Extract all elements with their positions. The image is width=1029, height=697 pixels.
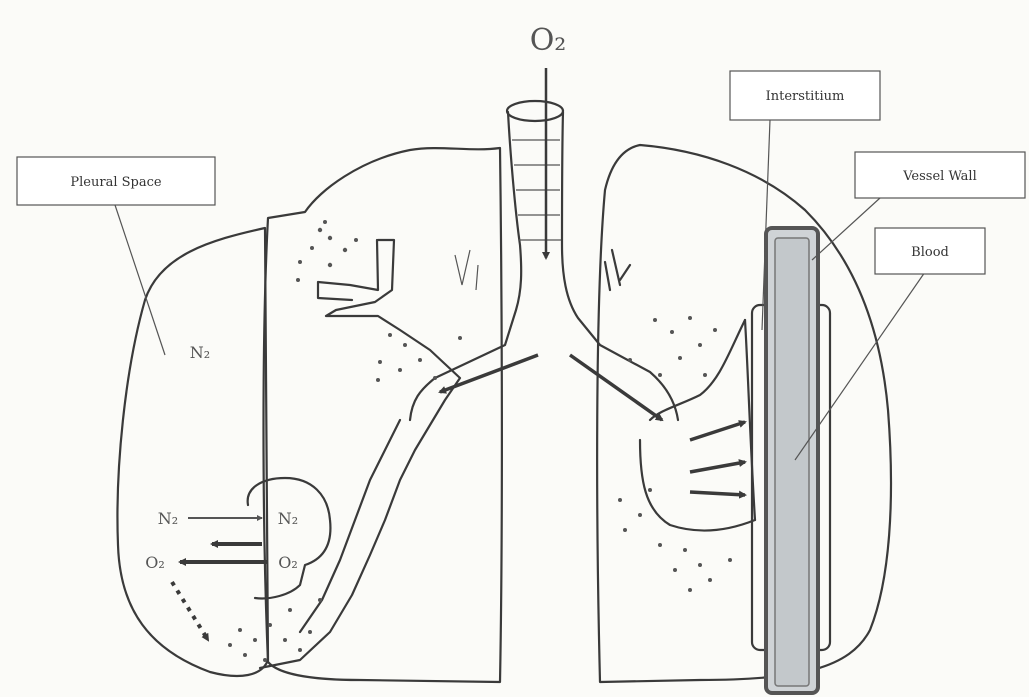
pleural-space-label: Pleural Space — [70, 175, 161, 190]
blood-label: Blood — [911, 245, 949, 260]
right-branch-arrow — [570, 355, 662, 420]
vessel-wall-label: Vessel Wall — [902, 169, 977, 184]
pleural-space-outline — [117, 228, 268, 676]
left-lung-outline — [264, 148, 502, 682]
alveolus-n2-right-label: N₂ — [278, 509, 298, 528]
top-o2-label: O₂ — [530, 23, 567, 58]
pleural-n2-label: N₂ — [190, 343, 210, 362]
interstitium-label: Interstitium — [766, 89, 845, 104]
pleural-space-leader — [115, 205, 165, 355]
alveolus-o2-right-label: O₂ — [278, 553, 298, 572]
left-bronchial-tree — [260, 240, 478, 668]
diffusion-arrow-3 — [690, 492, 745, 495]
diffusion-arrow-1 — [690, 422, 745, 440]
diffusion-arrow-2 — [690, 462, 745, 472]
particle-dots — [228, 220, 732, 662]
alveolus-o2-left-label: O₂ — [145, 553, 165, 572]
alveolus-n2-left-label: N₂ — [158, 509, 178, 528]
blood-column — [775, 238, 809, 686]
right-lung-outline — [597, 145, 891, 682]
left-alveolus — [248, 478, 331, 598]
right-bronchial-tree — [605, 250, 755, 530]
o2-diffusion-dotted-arrow — [172, 582, 208, 640]
